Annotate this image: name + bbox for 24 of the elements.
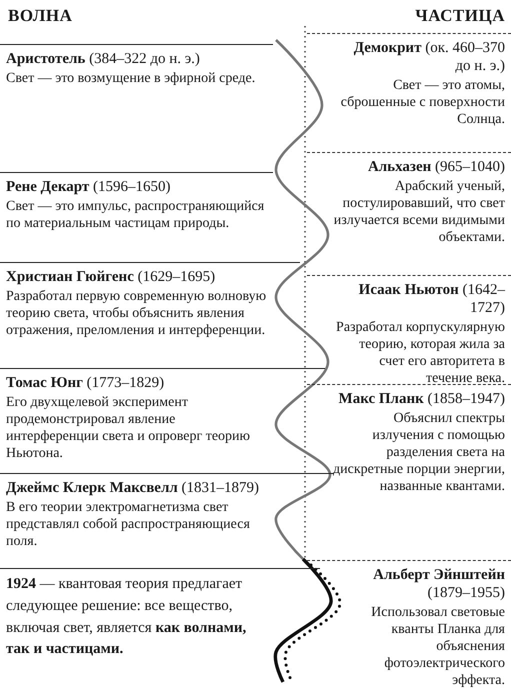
entry-text: Арабский ученый, постулировавший, что свет излучается всеми видимыми объектами. [333, 178, 505, 246]
entry-text: Свет — это атомы, сброшенные с поверхности Солнца. [340, 77, 505, 128]
entry-heading: Альхазен (965–1040) [366, 158, 505, 176]
column-heading: ЧАСТИЦА [415, 6, 505, 26]
entry-text: В его теории электромагнетизма свет представлял собой распространяющиеся поля. [6, 499, 251, 550]
entry-text: Разработал первую современную волновую теорию света, чтобы объяснить явления отражения, преломления и интерференции. [6, 288, 268, 340]
entry-text: Свет — это импульс, распространяющийся по материальным частицам природы. [6, 198, 266, 232]
entry-heading: Христиан Гюйгенс (1629–1695) [6, 268, 216, 286]
entry-text: Разработал корпускулярную теорию, которая жила за счет его авторитета в течение века. [335, 319, 505, 388]
entry-heading: Макс Планк (1858–1947) [338, 390, 505, 408]
entry-heading: Томас Юнг (1773–1829) [6, 374, 166, 392]
entry-text: Объяснил спектры излучения с помощью разделения света на дискретные порции энергии, названные квантами. [333, 410, 505, 496]
column-heading: ВОЛНА [8, 6, 72, 26]
entry-text: Его двухщелевой эксперимент продемонстрировал явление интерференции света и опроверг теорию Ньютона. [6, 394, 251, 462]
entry-text: 1924 — квантовая теория предлагает следующее решение: все вещество, включая свет, является как волнами, так и частицами. [6, 575, 248, 660]
entry-text: Использовал световые кванты Планка для объяснения фотоэлектрического эффекта. [370, 604, 505, 690]
entry-heading: Исаак Ньютон (1642–1727) [358, 281, 505, 317]
entry-heading: Альберт Эйнштейн (1879–1955) [372, 566, 505, 602]
entry-text: Свет — это возмущение в эфирной среде. [6, 70, 256, 88]
timeline-entry [307, 275, 511, 384]
entry-heading: Рене Декарт (1596–1650) [6, 178, 172, 196]
entry-heading: Аристотель (384–322 до н. э.) [6, 50, 201, 68]
entry-heading: Джеймс Клерк Максвелл (1831–1879) [6, 479, 260, 497]
entry-heading: Демокрит (ок. 460–370 до н. э.) [352, 39, 505, 75]
